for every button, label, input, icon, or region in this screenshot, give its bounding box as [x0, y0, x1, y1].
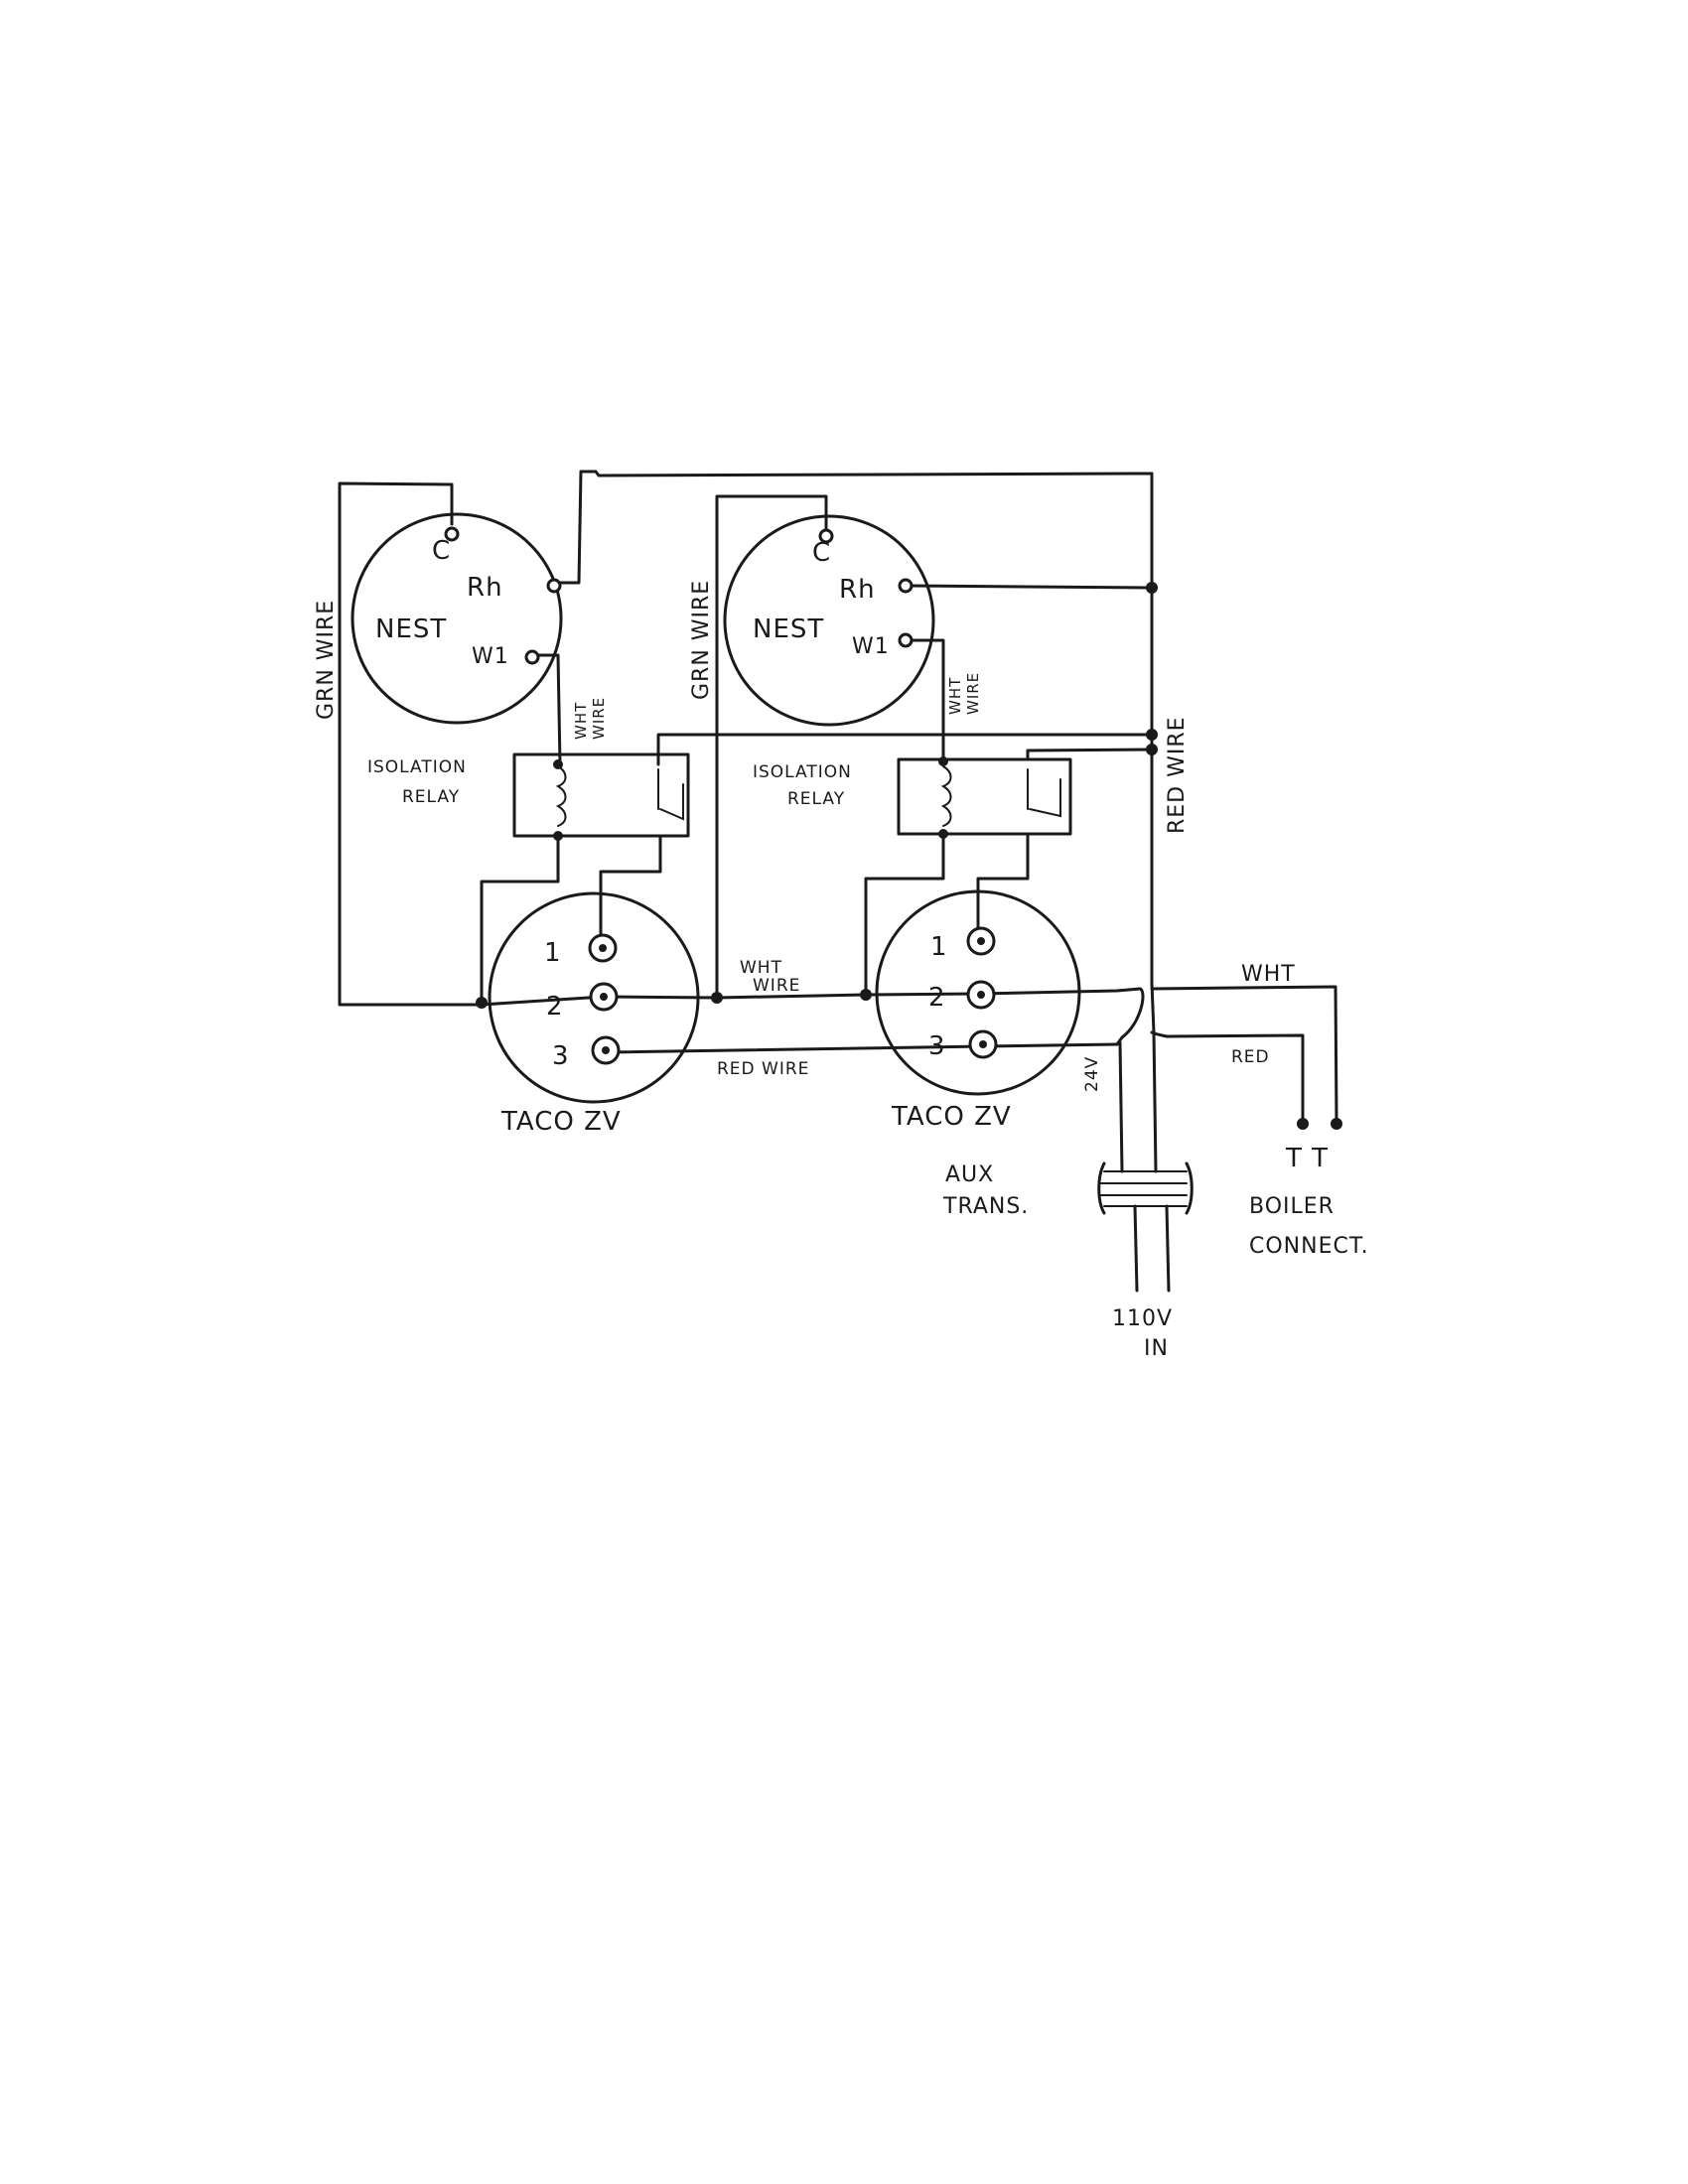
nest2-grn-wire [715, 494, 828, 1000]
nest1-rh-label: Rh [467, 573, 503, 603]
nest1-c-label: C [432, 536, 451, 566]
nest2-w1-wire [907, 638, 945, 763]
isolation-relay-1: ISOLATION RELAY [367, 752, 690, 841]
power-in-left [1133, 1204, 1139, 1293]
power-in-line2: IN [1144, 1336, 1169, 1361]
zv2-pin2-label: 2 [928, 983, 946, 1013]
wht-wire-label-2-line1: WHT [946, 677, 964, 715]
nest1-w1-wire [534, 653, 562, 766]
zv1-pin2-label: 2 [546, 992, 564, 1022]
wires [338, 470, 1338, 1293]
relay2-feed-wire [1026, 748, 1154, 761]
relay2-label-line1: ISOLATION [753, 762, 852, 782]
wht-wire-label-1-line1: WHT [572, 702, 590, 740]
nest1-grn-wire [338, 481, 484, 1007]
relay1-to-zv1-pin1 [599, 834, 662, 948]
aux-transformer: 24V AUX TRANS. [942, 1056, 1194, 1219]
relay2-coil [940, 765, 952, 827]
nest1-rh-wire [554, 470, 583, 585]
wht-wire-label-2-line2: WIRE [964, 672, 982, 715]
nest2-label: NEST [753, 614, 824, 644]
wht-boiler-label: WHT [1241, 962, 1296, 987]
transformer-voltage-label: 24V [1082, 1056, 1102, 1092]
nest1-rh-terminal [546, 578, 562, 594]
common-wht-wire [480, 987, 1142, 1007]
transformer-lead-right [1152, 1030, 1158, 1173]
red-wire-bottom-label: RED WIRE [717, 1059, 809, 1079]
boiler-connect: T T BOILER CONNECT. [1249, 1144, 1369, 1259]
power-in-right [1165, 1204, 1171, 1293]
boiler-label-line1: BOILER [1249, 1194, 1335, 1219]
nest1-w1-label: W1 [472, 644, 509, 669]
grn-wire-label-1: GRN WIRE [314, 600, 339, 720]
nest1-w1-terminal [524, 649, 540, 665]
nest1-label: NEST [375, 614, 447, 644]
boiler-label-line2: CONNECT. [1249, 1234, 1369, 1259]
relay1-coil-return [480, 834, 560, 1007]
wht-wire-center-line2: WIRE [753, 976, 800, 996]
nest-thermostat-1: NEST C Rh W1 [351, 512, 563, 725]
relay1-contact [657, 768, 684, 821]
transformer-label-line1: AUX [945, 1162, 994, 1187]
top-red-wire [579, 470, 1154, 478]
zv2-pin1-label: 1 [930, 932, 948, 962]
junction-dots [476, 582, 1342, 1130]
relay2-to-zv2-pin1 [976, 832, 1030, 943]
zv2-pin3-label: 3 [928, 1031, 946, 1061]
nest2-rh-label: Rh [839, 575, 876, 605]
red-to-boiler [1165, 1033, 1305, 1124]
taco-zv-2: 1 2 3 TACO ZV [875, 889, 1081, 1132]
relay1-coil [555, 765, 567, 827]
relay1-label-line2: RELAY [402, 787, 460, 807]
taco-zv-1: 1 2 3 TACO ZV [488, 891, 700, 1137]
red-wire-vertical [1150, 472, 1156, 1034]
nest2-w1-terminal [898, 632, 914, 648]
isolation-relay-2: ISOLATION RELAY [753, 756, 1072, 839]
nest-thermostat-2: NEST C Rh W1 [723, 514, 935, 727]
red-boiler-label: RED [1231, 1047, 1270, 1067]
transformer-secondary-left [1115, 987, 1145, 1046]
zv1-pin3-label: 3 [552, 1041, 570, 1071]
nest1-c-terminal [444, 526, 460, 542]
wht-to-boiler [1150, 985, 1338, 1124]
boiler-terminals-label: T T [1285, 1144, 1329, 1173]
grn-wire-label-2: GRN WIRE [689, 580, 714, 700]
relay1-label-line1: ISOLATION [367, 757, 467, 777]
transformer-lead-left [1118, 1040, 1124, 1173]
relay2-contact [1027, 768, 1061, 818]
zv2-label: TACO ZV [891, 1102, 1012, 1132]
nest2-rh-terminal [898, 578, 914, 594]
relay2-label-line2: RELAY [787, 789, 845, 809]
nest2-rh-wire [907, 584, 1152, 590]
red-wire-label: RED WIRE [1165, 716, 1190, 834]
nest2-c-label: C [812, 538, 831, 568]
transformer-label-line2: TRANS. [942, 1194, 1029, 1219]
wht-wire-center-line1: WHT [740, 958, 782, 978]
nest2-w1-label: W1 [852, 634, 890, 659]
zv1-pin1-label: 1 [544, 938, 562, 968]
relay2-coil-return [864, 832, 945, 997]
power-in-line1: 110V [1112, 1306, 1173, 1331]
zv1-label: TACO ZV [500, 1107, 622, 1137]
wht-wire-label-1-line2: WIRE [590, 697, 608, 740]
nest2-c-terminal [818, 528, 834, 544]
